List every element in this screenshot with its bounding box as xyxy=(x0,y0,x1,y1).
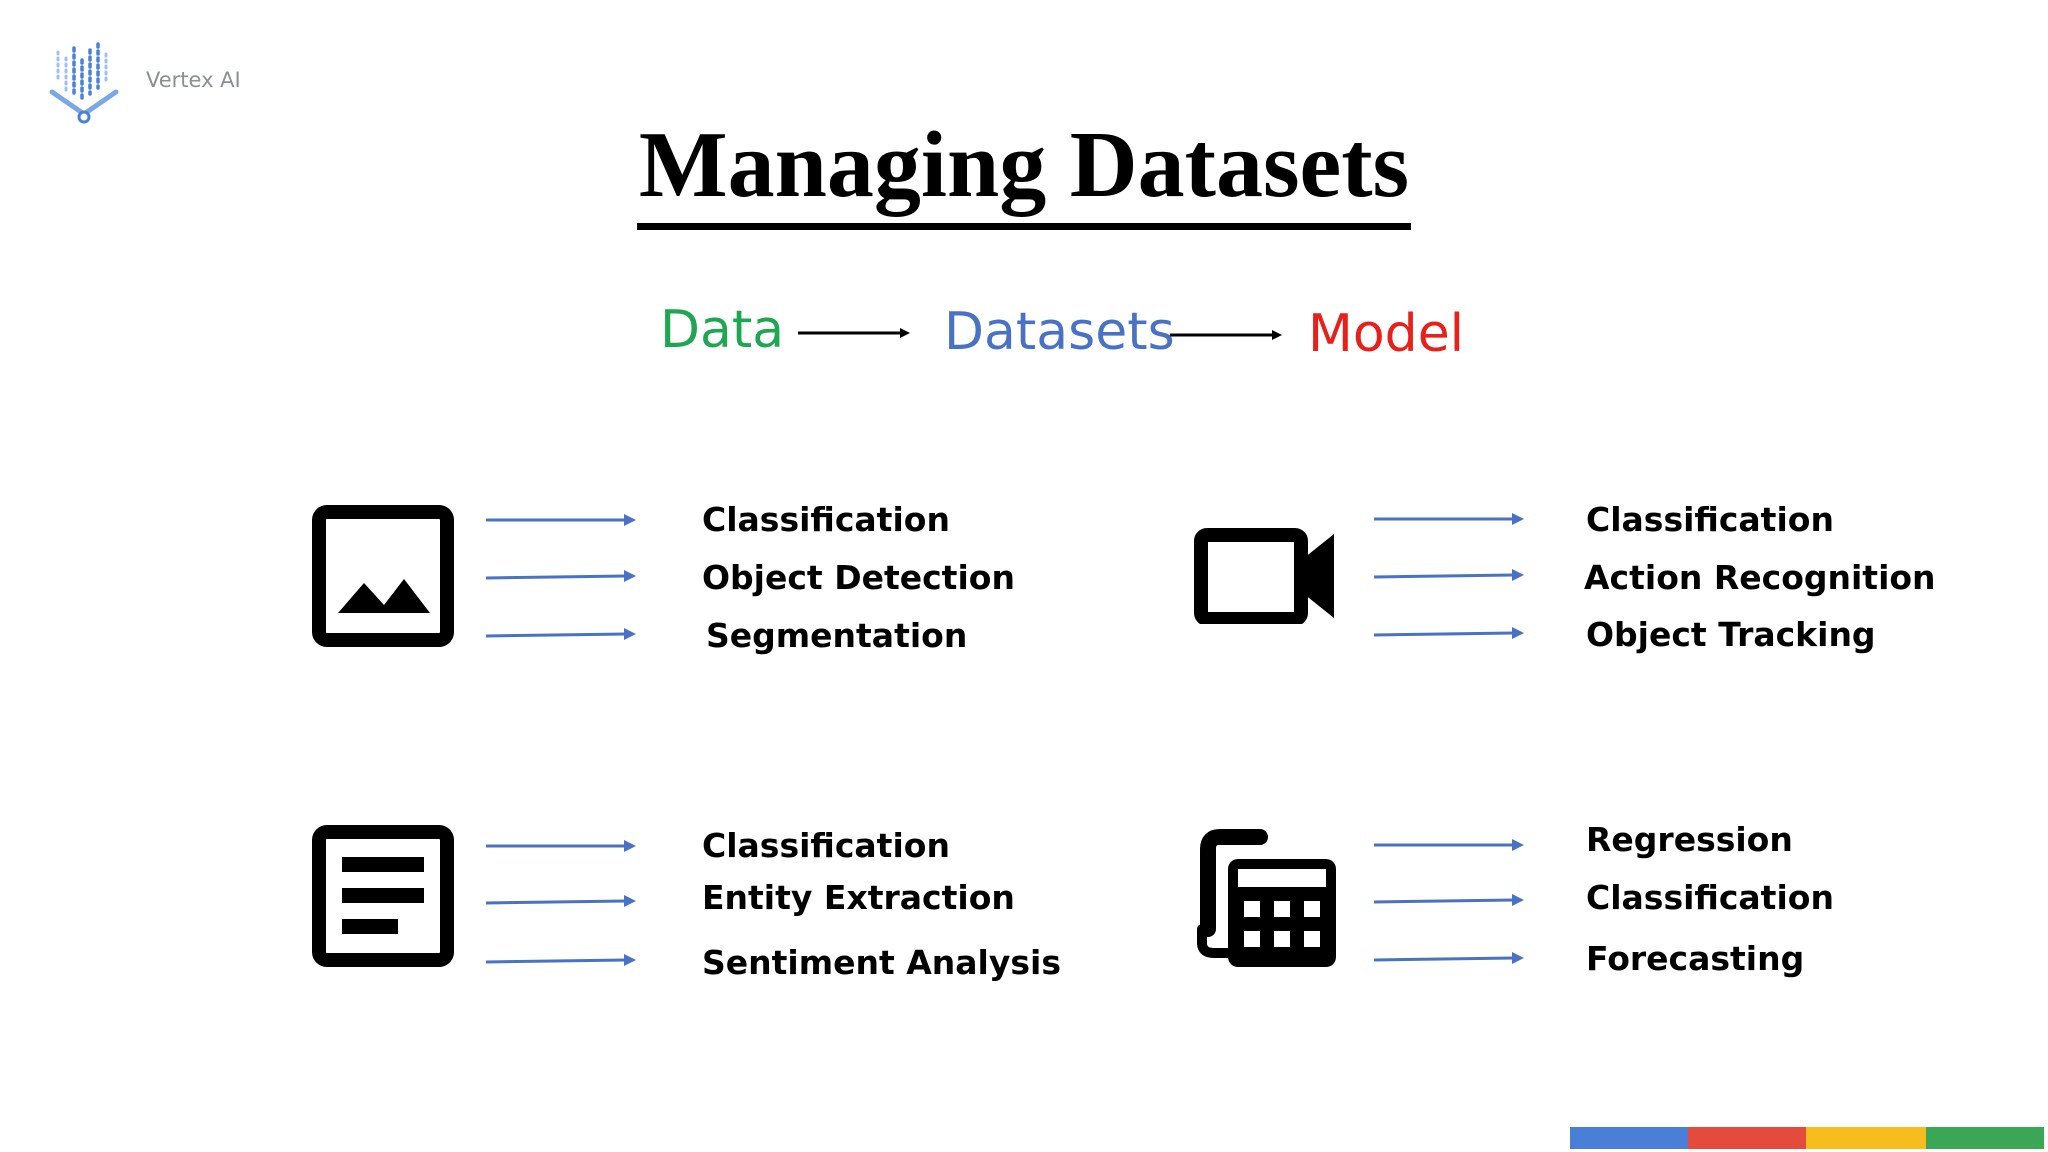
page-title: Managing Datasets xyxy=(0,113,2048,230)
task-label: Object Tracking xyxy=(1586,615,1876,654)
arrow-icon xyxy=(485,954,636,966)
arrow-icon xyxy=(486,514,636,526)
arrow-icon xyxy=(486,840,636,852)
task-label: Classification xyxy=(1586,500,1834,539)
image-icon xyxy=(312,505,454,647)
stripe-blue xyxy=(1570,1127,1688,1149)
flow-data-label: Data xyxy=(660,300,785,360)
task-label: Classification xyxy=(1586,878,1834,917)
stripe-red xyxy=(1688,1127,1806,1149)
task-label: Entity Extraction xyxy=(702,878,1015,917)
brand-name: Vertex AI xyxy=(146,68,241,92)
text-document-icon xyxy=(312,825,454,967)
flow-arrow-icon xyxy=(798,328,910,338)
task-label: Regression xyxy=(1586,820,1793,859)
arrow-icon xyxy=(1373,627,1524,639)
arrow-icon xyxy=(485,628,636,640)
task-label: Action Recognition xyxy=(1584,558,1936,597)
tabular-calculator-icon xyxy=(1197,829,1336,967)
task-label: Object Detection xyxy=(702,558,1015,597)
arrow-icon xyxy=(1373,894,1524,906)
video-camera-icon xyxy=(1194,528,1334,624)
task-label: Forecasting xyxy=(1586,939,1805,978)
flow-datasets-label: Datasets xyxy=(944,302,1175,362)
arrow-icon xyxy=(1374,839,1524,851)
arrow-icon xyxy=(485,570,636,582)
task-label: Segmentation xyxy=(706,616,968,655)
task-label: Classification xyxy=(702,500,950,539)
arrow-icon xyxy=(1374,513,1524,525)
task-label: Classification xyxy=(702,826,950,865)
task-label: Sentiment Analysis xyxy=(702,943,1061,982)
arrow-icon xyxy=(485,895,636,907)
flow-arrow-icon xyxy=(1170,330,1282,340)
stripe-green xyxy=(1926,1127,2044,1149)
arrow-icon xyxy=(1373,952,1524,964)
vertex-ai-logo-icon xyxy=(49,42,119,124)
stripe-yellow xyxy=(1806,1127,1926,1149)
arrow-icon xyxy=(1373,569,1524,581)
flow-model-label: Model xyxy=(1308,304,1465,364)
